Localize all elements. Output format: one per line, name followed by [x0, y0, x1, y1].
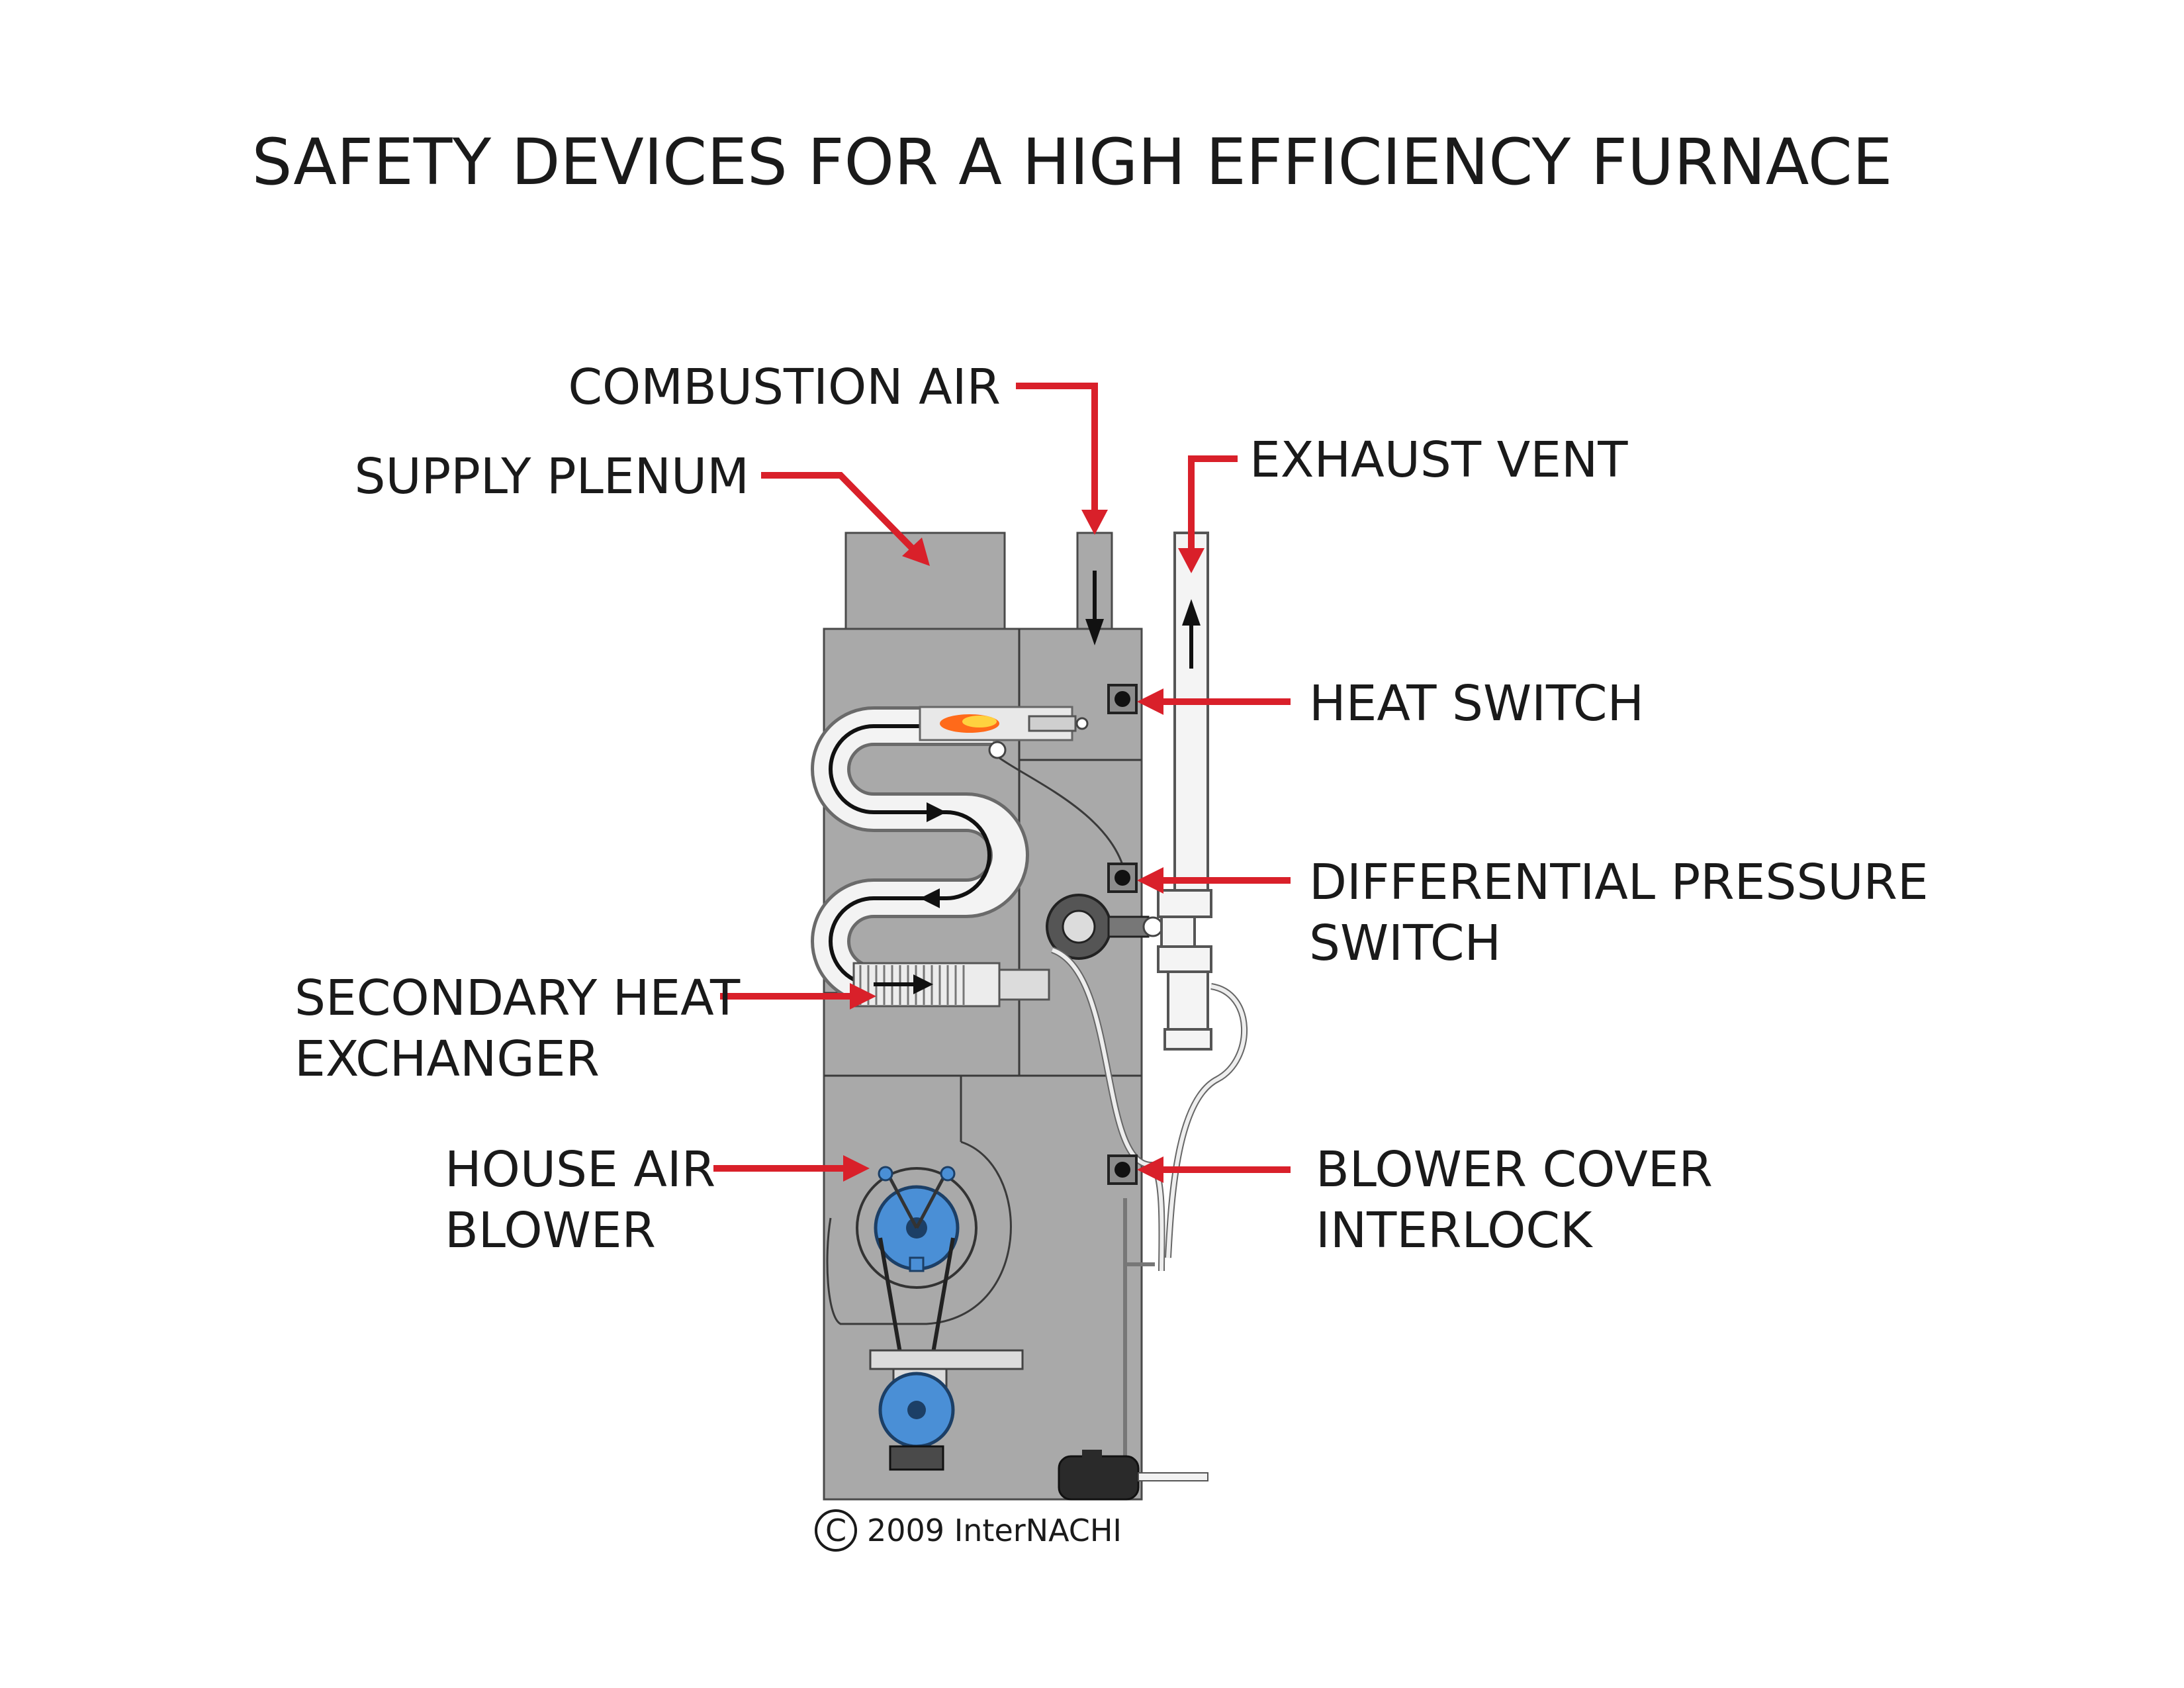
- label-differential-pressure-switch-line1: DIFFERENTIAL PRESSURE: [1309, 854, 1929, 911]
- house-air-blower-callout-arrow: [713, 1155, 870, 1182]
- label-house-air-blower-line1: HOUSE AIR: [445, 1141, 715, 1198]
- diagram-title: SAFETY DEVICES FOR A HIGH EFFICIENCY FUR…: [252, 125, 1893, 199]
- label-secondary-heat-exchanger-line2: EXCHANGER: [295, 1031, 600, 1088]
- secondary-heat-exchanger-callout-arrow: [720, 983, 876, 1009]
- primary-heat-exchanger: [811, 706, 1029, 1004]
- label-differential-pressure-switch-line2: SWITCH: [1309, 915, 1501, 972]
- blower-cover-interlock-callout-arrow: [1137, 1156, 1291, 1183]
- combustion-air-flow-arrow: [1085, 571, 1104, 645]
- supply-plenum-callout-arrow: [761, 472, 930, 566]
- exhaust-vent-callout-arrow: [1178, 455, 1238, 573]
- house-air-blower-assembly: [856, 1166, 1024, 1471]
- differential-pressure-switch-sensor: [1107, 863, 1138, 893]
- inducer-fan: [1046, 894, 1163, 960]
- label-heat-switch: HEAT SWITCH: [1309, 675, 1644, 732]
- exhaust-vent-pipe: [1157, 532, 1212, 1051]
- label-supply-plenum: SUPPLY PLENUM: [355, 448, 749, 505]
- copyright-notice: C 2009 InterNACHI: [815, 1509, 1122, 1552]
- label-blower-cover-interlock-line2: INTERLOCK: [1316, 1202, 1594, 1259]
- heat-switch-sensor: [1107, 684, 1138, 714]
- burner: [919, 706, 1126, 874]
- copyright-text: 2009 InterNACHI: [867, 1513, 1122, 1548]
- copyright-symbol: C: [825, 1513, 846, 1548]
- furnace-cabinet: [823, 532, 1143, 1501]
- combustion-air-callout-arrow: [1016, 383, 1108, 535]
- label-blower-cover-interlock-line1: BLOWER COVER: [1316, 1141, 1713, 1198]
- differential-pressure-switch-callout-arrow: [1137, 867, 1291, 894]
- secondary-heat-exchanger-coil: [852, 962, 1050, 1008]
- label-exhaust-vent: EXHAUST VENT: [1250, 432, 1628, 489]
- label-combustion-air: COMBUSTION AIR: [568, 359, 1001, 416]
- copyright-symbol-circle: [815, 1509, 857, 1552]
- label-house-air-blower-line2: BLOWER: [445, 1202, 656, 1259]
- heat-switch-callout-arrow: [1137, 688, 1291, 715]
- supply-plenum-box: [844, 532, 1006, 633]
- blower-cover-interlock-sensor: [1107, 1154, 1138, 1185]
- condensate-pump: [1058, 1450, 1208, 1501]
- label-secondary-heat-exchanger-line1: SECONDARY HEAT: [295, 970, 741, 1027]
